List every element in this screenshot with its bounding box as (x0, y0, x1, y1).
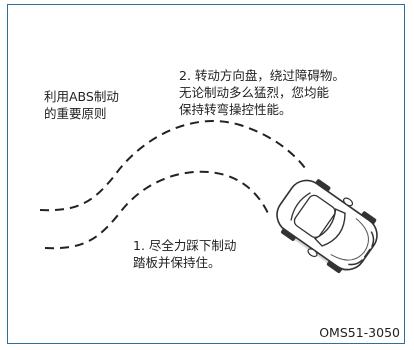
abs-principle-line: 的重要原则 (44, 106, 107, 121)
figure-code: OMS51-3050 (319, 325, 400, 340)
car-wheel (326, 259, 343, 274)
car-wheel (314, 179, 331, 193)
swerve-path-lower (44, 170, 271, 250)
car-illustration (276, 179, 378, 274)
brake-step-label: 1. 尽全力踩下制动 踏板并保持住。 (133, 237, 236, 271)
steer-step-label: 2. 转动方向盘，绕过障碍物。 无论制动多么猛烈，您均能 保持转弯操控性能。 (179, 67, 345, 118)
car-wheel (360, 211, 377, 225)
steer-step-line: 2. 转动方向盘，绕过障碍物。 (179, 68, 345, 83)
steer-step-line: 保持转弯操控性能。 (179, 102, 292, 117)
brake-step-line: 踏板并保持住。 (133, 255, 221, 270)
car-mirror (343, 197, 354, 207)
abs-principle-line: 利用ABS制动 (44, 89, 119, 104)
car-mirror (307, 248, 318, 258)
brake-step-line: 1. 尽全力踩下制动 (133, 238, 237, 253)
car-wheel (281, 227, 297, 241)
car-windshield (313, 208, 346, 247)
abs-principle-label: 利用ABS制动 的重要原则 (44, 88, 119, 122)
swerve-path-upper (39, 120, 306, 212)
steer-step-line: 无论制动多么猛烈，您均能 (179, 85, 330, 100)
figure-frame (7, 4, 405, 344)
car-roof (293, 194, 336, 239)
